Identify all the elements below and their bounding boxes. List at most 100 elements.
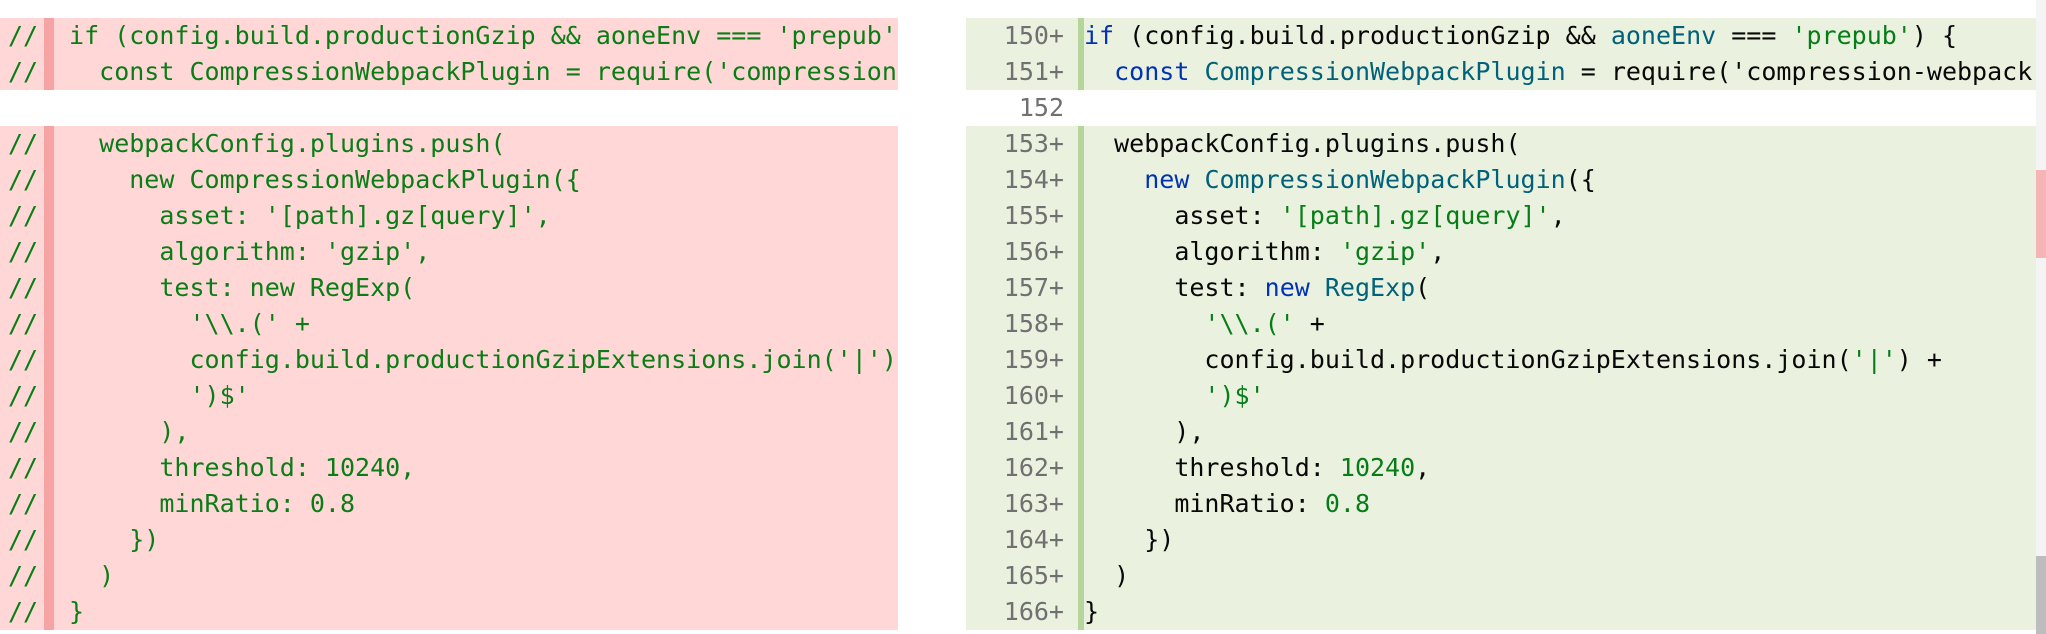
code-text: threshold: 10240,: [54, 453, 416, 482]
comment-prefix: //: [8, 597, 39, 626]
deleted-marker: [44, 558, 54, 594]
added-line: 155+ asset: '[path].gz[query]',: [966, 198, 2046, 234]
line-number: 151+: [1003, 57, 1064, 86]
added-marker: [1078, 126, 1084, 162]
code-text: algorithm: 'gzip',: [54, 237, 431, 266]
code-text: ): [54, 561, 115, 590]
code-text: const CompressionWebpackPlugin = require…: [1114, 57, 2046, 86]
code-text: webpackConfig.plugins.push(: [1084, 129, 1521, 158]
code-text: ')$': [54, 381, 250, 410]
code-text: asset: '[path].gz[query]',: [1174, 201, 1566, 230]
code-text: ),: [1084, 417, 1205, 446]
comment-prefix: //: [8, 273, 39, 302]
line-number: 155+: [1003, 201, 1064, 230]
deleted-line: // asset: '[path].gz[query]',: [0, 198, 898, 234]
scroll-thumb[interactable]: [2036, 556, 2046, 634]
right-partial-line: 149 });: [966, 0, 2046, 18]
added-marker: [1078, 414, 1084, 450]
added-marker: [1078, 486, 1084, 522]
deleted-line: // threshold: 10240,: [0, 450, 898, 486]
added-line: 157+ test: new RegExp(: [966, 270, 2046, 306]
code-text: test: new RegExp(: [54, 273, 416, 302]
deleted-line: // ): [0, 558, 898, 594]
deleted-line: // ')$': [0, 378, 898, 414]
code-text: new CompressionWebpackPlugin({: [1144, 165, 1596, 194]
comment-prefix: //: [8, 525, 39, 554]
line-number: 161+: [1003, 417, 1064, 446]
code-text: test: new RegExp(: [1174, 273, 1431, 302]
line-number: 164+: [1003, 525, 1064, 554]
deleted-marker: [44, 18, 54, 54]
right-diff-pane[interactable]: 149 }); 150+if (config.build.productionG…: [966, 0, 2046, 634]
code-text: new CompressionWebpackPlugin({: [54, 165, 581, 194]
added-marker: [1078, 234, 1084, 270]
deleted-marker: [44, 486, 54, 522]
code-text: ),: [54, 417, 190, 446]
code-text: threshold: 10240,: [1174, 453, 1431, 482]
line-number: 159+: [1003, 345, 1064, 374]
comment-prefix: //: [8, 489, 39, 518]
deleted-line: // if (config.build.productionGzip && ao…: [0, 18, 898, 54]
added-line: 158+ '\\.(' +: [966, 306, 2046, 342]
added-line: 161+ ),: [966, 414, 2046, 450]
deleted-marker: [44, 522, 54, 558]
deleted-line: // }: [0, 594, 898, 630]
comment-prefix: //: [8, 453, 39, 482]
added-marker: [1078, 198, 1084, 234]
deleted-marker: [44, 594, 54, 630]
code-text: ): [1084, 561, 1130, 590]
comment-prefix: //: [8, 237, 39, 266]
code-text: '\\.(' +: [1204, 309, 1325, 338]
comment-prefix: //: [8, 129, 39, 158]
line-number: 162+: [1003, 453, 1064, 482]
code-text: algorithm: 'gzip',: [1174, 237, 1446, 266]
deleted-line: // test: new RegExp(: [0, 270, 898, 306]
deleted-marker: [44, 414, 54, 450]
added-marker: [1078, 594, 1084, 630]
added-marker: [1078, 558, 1084, 594]
deleted-line: // new CompressionWebpackPlugin({: [0, 162, 898, 198]
added-marker: [1078, 306, 1084, 342]
added-marker: [1078, 450, 1084, 486]
code-text: }): [1084, 525, 1175, 554]
deleted-marker: [44, 378, 54, 414]
code-text: ')$': [1204, 381, 1265, 410]
deleted-marker: [44, 54, 54, 90]
added-line: 151+ const CompressionWebpackPlugin = re…: [966, 54, 2046, 90]
line-number: 154+: [1003, 165, 1064, 194]
added-line: 159+ config.build.productionGzipExtensio…: [966, 342, 2046, 378]
line-number: 163+: [1003, 489, 1064, 518]
line-number: 152: [1018, 93, 1064, 122]
added-marker: [1078, 342, 1084, 378]
added-line: 163+ minRatio: 0.8: [966, 486, 2046, 522]
deleted-marker: [44, 162, 54, 198]
vertical-scrollbar[interactable]: [2036, 0, 2046, 634]
added-line: 154+ new CompressionWebpackPlugin({: [966, 162, 2046, 198]
code-text: }: [54, 597, 85, 626]
added-line: 160+ ')$': [966, 378, 2046, 414]
deleted-line: // }): [0, 522, 898, 558]
diff-divider: [898, 0, 966, 634]
comment-prefix: //: [8, 417, 39, 446]
deleted-line: // minRatio: 0.8: [0, 486, 898, 522]
comment-prefix: //: [8, 21, 39, 50]
added-marker: [1078, 270, 1084, 306]
comment-prefix: //: [8, 381, 39, 410]
added-marker: [1078, 378, 1084, 414]
code-text: asset: '[path].gz[query]',: [54, 201, 551, 230]
line-number: 165+: [1003, 561, 1064, 590]
deleted-line: // '\\.(' +: [0, 306, 898, 342]
comment-prefix: //: [8, 57, 39, 86]
deleted-marker: [44, 450, 54, 486]
comment-prefix: //: [8, 345, 39, 374]
comment-prefix: //: [8, 561, 39, 590]
line-number: 158+: [1003, 309, 1064, 338]
added-line: 153+ webpackConfig.plugins.push(: [966, 126, 2046, 162]
code-text: minRatio: 0.8: [1174, 489, 1370, 518]
deleted-line: // webpackConfig.plugins.push(: [0, 126, 898, 162]
change-marker: [2036, 170, 2046, 258]
left-diff-pane[interactable]: }); // if (config.build.productionGzip &…: [0, 0, 898, 634]
deleted-line: // const CompressionWebpackPlugin = requ…: [0, 54, 898, 90]
added-marker: [1078, 18, 1084, 54]
line-number: 156+: [1003, 237, 1064, 266]
